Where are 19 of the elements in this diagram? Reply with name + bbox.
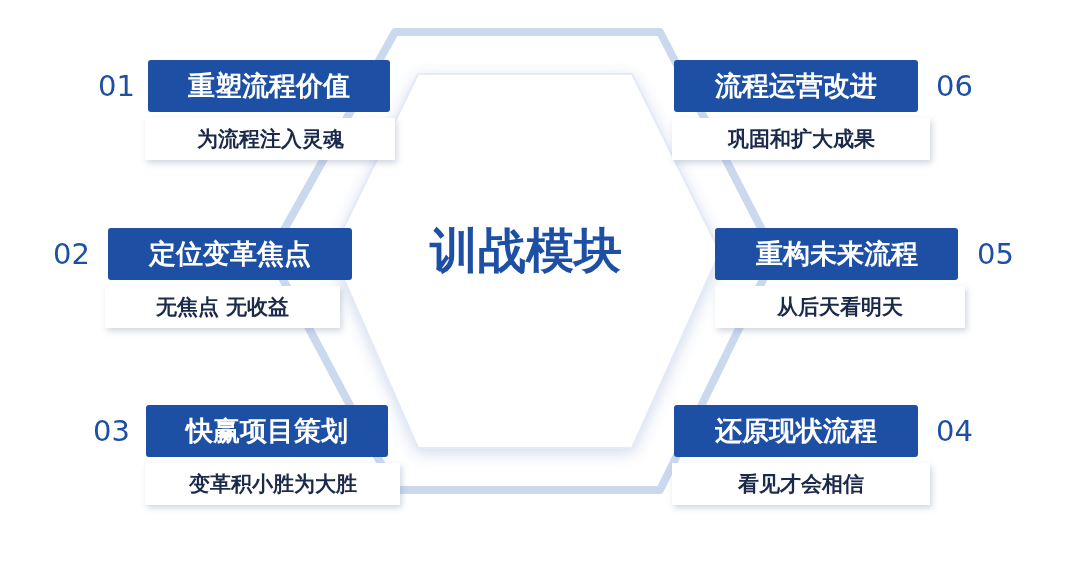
title-banner: 快赢项目策划 (146, 405, 388, 457)
title-banner: 重塑流程价值 (148, 60, 390, 112)
subtitle-box: 巩固和扩大成果 (672, 118, 930, 160)
subtitle-box: 从后天看明天 (715, 286, 965, 328)
subtitle-box: 看见才会相信 (672, 463, 930, 505)
title-banner: 定位变革焦点 (108, 228, 352, 280)
step-number: 04 (936, 415, 973, 447)
title-banner: 重构未来流程 (715, 228, 958, 280)
subtitle-box: 为流程注入灵魂 (145, 118, 395, 160)
title-banner: 还原现状流程 (674, 405, 918, 457)
step-number: 01 (98, 70, 135, 102)
step-number: 06 (936, 70, 973, 102)
subtitle-box: 无焦点 无收益 (105, 286, 340, 328)
center-title: 训战模块 (428, 222, 623, 278)
title-banner: 流程运营改进 (674, 60, 918, 112)
subtitle-box: 变革积小胜为大胜 (145, 463, 400, 505)
step-number: 02 (53, 238, 90, 270)
step-number: 05 (977, 238, 1014, 270)
step-number: 03 (93, 415, 130, 447)
